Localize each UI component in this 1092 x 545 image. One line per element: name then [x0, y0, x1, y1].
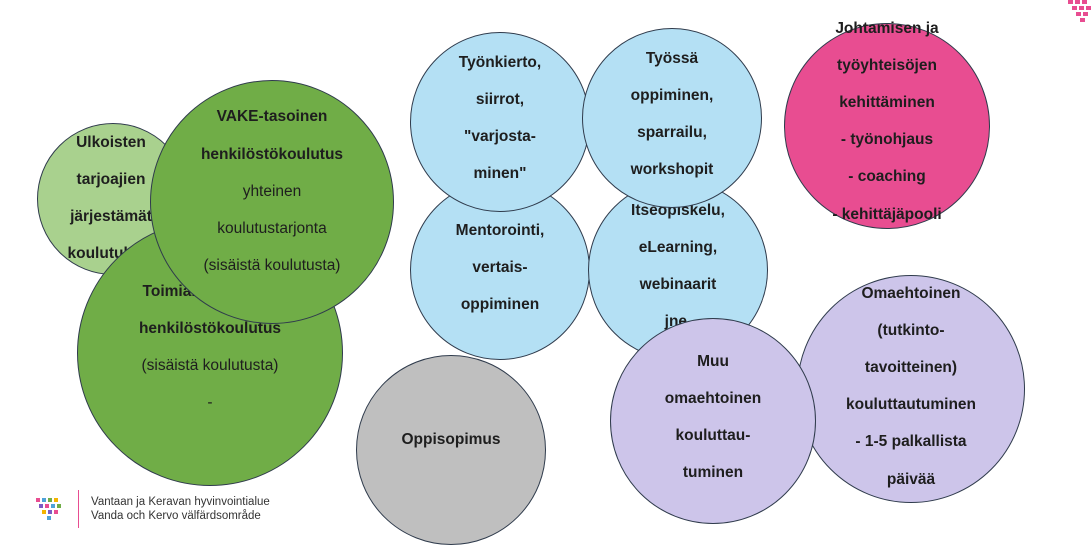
- footer-divider: [78, 490, 79, 528]
- circle-vake: VAKE-tasoinen henkilöstökoulutus yhteine…: [150, 80, 394, 324]
- circle-johtamisen: Johtamisen ja työyhteisöjen kehittäminen…: [784, 20, 990, 229]
- circle-tyossa: Työssä oppiminen, sparrailu, workshopit: [582, 28, 762, 208]
- circle-tyonkierto-text: Työnkierto, siirrot, "varjosta- minen": [458, 53, 542, 183]
- circle-muu: Muu omaehtoinen kouluttau- tuminen: [610, 318, 816, 524]
- brand-logo-icon: [36, 498, 61, 520]
- circle-oppisopimus: Oppisopimus: [356, 355, 546, 545]
- circle-vake-text: VAKE-tasoinen henkilöstökoulutus yhteine…: [200, 108, 344, 275]
- circle-johtamisen-text: Johtamisen ja työyhteisöjen kehittäminen…: [832, 19, 942, 223]
- brand-logo-icon: [1068, 0, 1091, 22]
- circle-tyonkierto: Työnkierto, siirrot, "varjosta- minen": [410, 32, 590, 212]
- circle-omaehtoinen: Omaehtoinen (tutkinto- tavoitteinen) kou…: [797, 275, 1025, 503]
- footer-line-sv: Vanda och Kervo välfärdsområde: [91, 510, 261, 522]
- circle-oppisopimus-text: Oppisopimus: [401, 430, 501, 448]
- circle-tyossa-text: Työssä oppiminen, sparrailu, workshopit: [630, 49, 714, 179]
- footer-text: Vantaan ja Keravan hyvinvointialue Vanda…: [91, 495, 270, 524]
- circle-muu-text: Muu omaehtoinen kouluttau- tuminen: [664, 352, 762, 482]
- circle-omaehtoinen-text: Omaehtoinen (tutkinto- tavoitteinen) kou…: [845, 284, 977, 488]
- footer-line-fi: Vantaan ja Keravan hyvinvointialue: [91, 495, 270, 508]
- circle-mentorointi-text: Mentorointi, vertais- oppiminen: [455, 221, 545, 313]
- footer: Vantaan ja Keravan hyvinvointialue Vanda…: [36, 490, 270, 528]
